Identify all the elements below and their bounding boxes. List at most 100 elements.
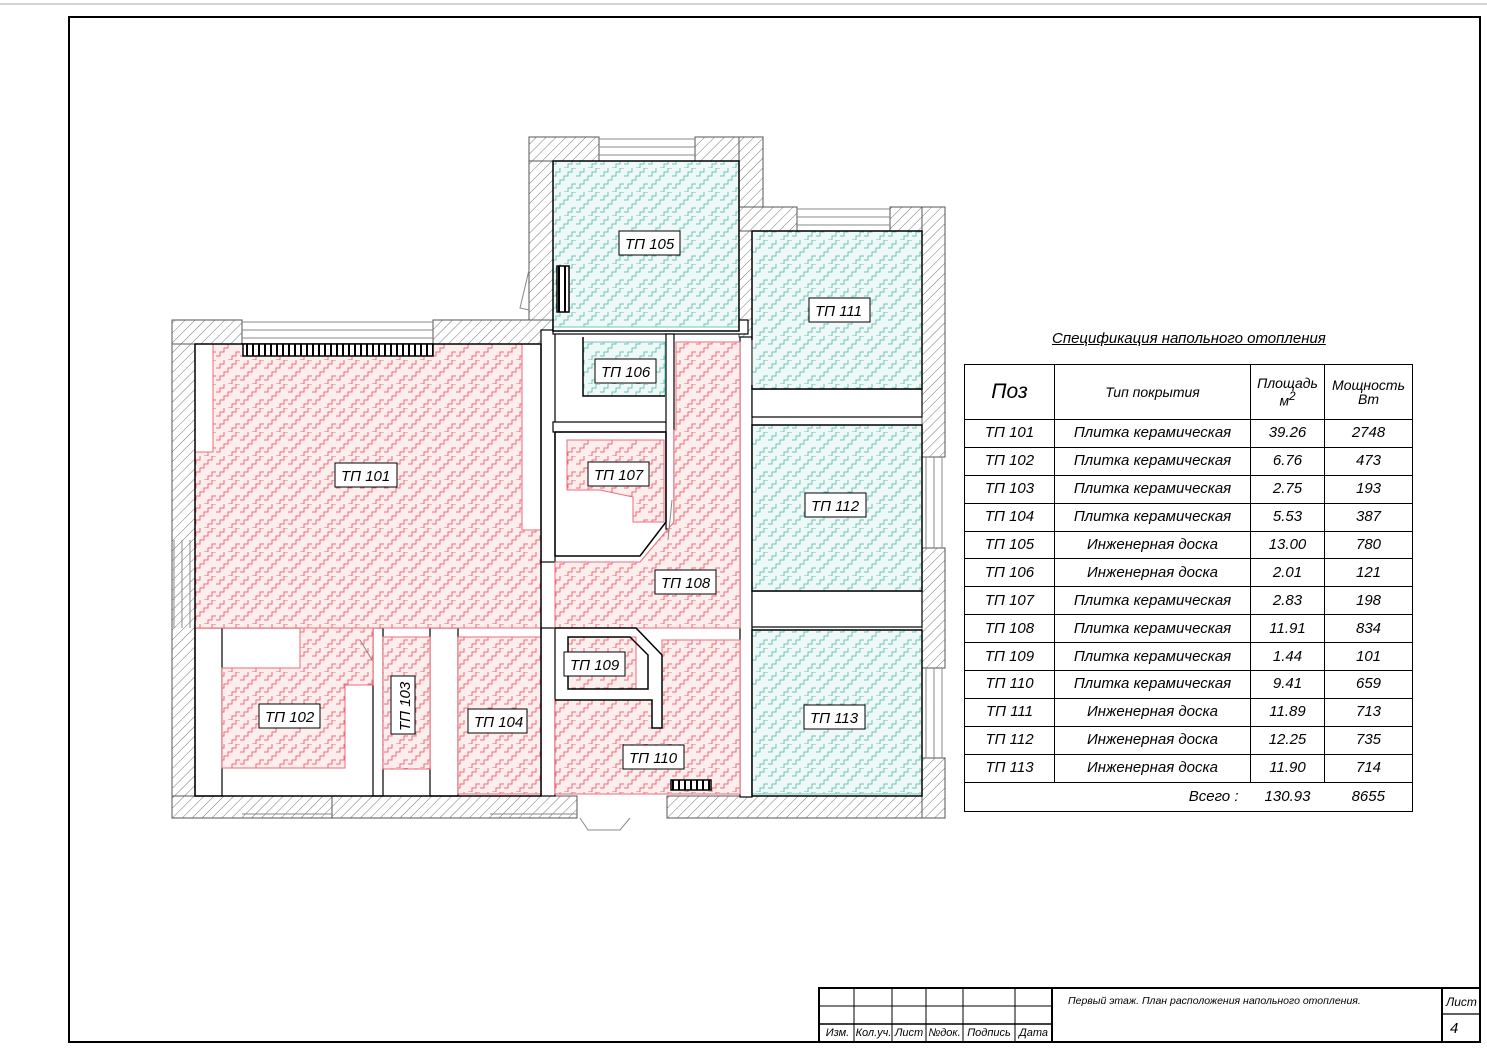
zone-tp108: [554, 341, 741, 629]
cell-area: 6.76: [1250, 446, 1325, 476]
header-area-line1: Площадь: [1257, 375, 1318, 392]
cell-poz: ТП 106: [964, 558, 1055, 588]
cell-power: 659: [1324, 670, 1413, 699]
header-power-line2: Вт: [1358, 391, 1379, 407]
cell-poz: ТП 102: [964, 446, 1055, 476]
cell-power: 713: [1324, 697, 1413, 727]
cell-area: 2.01: [1250, 558, 1325, 588]
cell-poz: ТП 107: [964, 586, 1055, 616]
cell-power: 387: [1324, 502, 1413, 532]
cell-power: 2748: [1324, 419, 1413, 448]
cell-power: 198: [1324, 586, 1413, 616]
label-tp107: ТП 107: [594, 467, 644, 484]
cell-area: 11.90: [1250, 753, 1325, 783]
cell-area: 2.83: [1250, 586, 1325, 616]
title-block: [818, 987, 1481, 1043]
cell-type: Инженерная доска: [1054, 753, 1251, 783]
label-tp110: ТП 110: [629, 750, 678, 767]
label-tp111: ТП 111: [815, 303, 862, 320]
label-tp109: ТП 109: [570, 657, 620, 674]
tb-col-ndok: №док.: [928, 1027, 961, 1039]
cell-power: 714: [1324, 753, 1413, 783]
header-area-line2: м: [1279, 392, 1290, 409]
cell-poz: ТП 113: [964, 753, 1055, 783]
label-tp105: ТП 105: [625, 236, 675, 253]
cell-power: 473: [1324, 446, 1413, 476]
cell-power: 101: [1324, 642, 1413, 672]
cell-type: Плитка керамическая: [1054, 502, 1251, 532]
cell-poz: ТП 108: [964, 614, 1055, 644]
spec-title: Спецификация напольного отопления: [1052, 330, 1326, 347]
cell-area: 2.75: [1250, 474, 1325, 504]
tb-col-list: Лист: [894, 1027, 924, 1039]
cell-power: 780: [1324, 530, 1413, 560]
cell-area: 11.89: [1250, 697, 1325, 727]
cell-type: Инженерная доска: [1054, 530, 1251, 560]
cell-poz: ТП 111: [964, 697, 1055, 727]
total-area: 130.93: [1250, 781, 1325, 812]
spec-total-row: Всего : 130.93 8655: [964, 781, 1413, 812]
cell-type: Плитка керамическая: [1054, 586, 1251, 616]
header-type: Тип покрытия: [1054, 364, 1251, 420]
cell-type: Плитка керамическая: [1054, 474, 1251, 504]
total-power: 8655: [1324, 781, 1413, 812]
tb-col-izm: Изм.: [825, 1027, 850, 1039]
interior-outlines: [194, 160, 923, 797]
sheet-frame: [68, 16, 1481, 1043]
label-tp102: ТП 102: [265, 709, 315, 726]
cell-type: Инженерная доска: [1054, 558, 1251, 588]
cell-poz: ТП 112: [964, 725, 1055, 755]
cell-poz: ТП 101: [964, 419, 1055, 448]
label-tp113: ТП 113: [810, 710, 859, 727]
cell-area: 11.91: [1250, 614, 1325, 644]
cell-type: Плитка керамическая: [1054, 642, 1251, 672]
label-tp106: ТП 106: [601, 364, 651, 381]
cell-type: Плитка керамическая: [1054, 614, 1251, 644]
header-poz: Поз: [964, 364, 1055, 420]
cell-type: Плитка керамическая: [1054, 446, 1251, 476]
cell-type: Инженерная доска: [1054, 697, 1251, 727]
doors: [359, 269, 753, 831]
cell-power: 121: [1324, 558, 1413, 588]
total-label: Всего :: [964, 781, 1251, 812]
cell-poz: ТП 104: [964, 502, 1055, 532]
radiator-tp110: [670, 779, 712, 791]
cell-power: 735: [1324, 725, 1413, 755]
heating-zones: [194, 160, 923, 795]
label-tp112: ТП 112: [811, 498, 860, 515]
title-block-sheet-label: Лист: [1446, 995, 1477, 1009]
cell-area: 12.25: [1250, 725, 1325, 755]
cell-area: 5.53: [1250, 502, 1325, 532]
title-block-description: Первый этаж. План расположения напольног…: [1068, 995, 1361, 1007]
cell-type: Плитка керамическая: [1054, 670, 1251, 699]
tb-col-data: Дата: [1018, 1027, 1049, 1039]
tb-col-koluch: Кол.уч.: [855, 1027, 892, 1039]
room-labels: ТП 101 ТП 102 ТП 103 ТП 104 ТП 105 ТП 10…: [258, 230, 871, 770]
title-block-sheet-number: 4: [1450, 1020, 1459, 1037]
label-tp108: ТП 108: [661, 575, 711, 592]
cell-type: Плитка керамическая: [1054, 419, 1251, 448]
radiator-tp105: [556, 265, 570, 313]
cell-area: 9.41: [1250, 670, 1325, 699]
cell-area: 13.00: [1250, 530, 1325, 560]
header-power-line1: Мощность: [1332, 377, 1405, 393]
zone-tp102: [221, 627, 374, 769]
label-tp101: ТП 101: [341, 468, 390, 485]
